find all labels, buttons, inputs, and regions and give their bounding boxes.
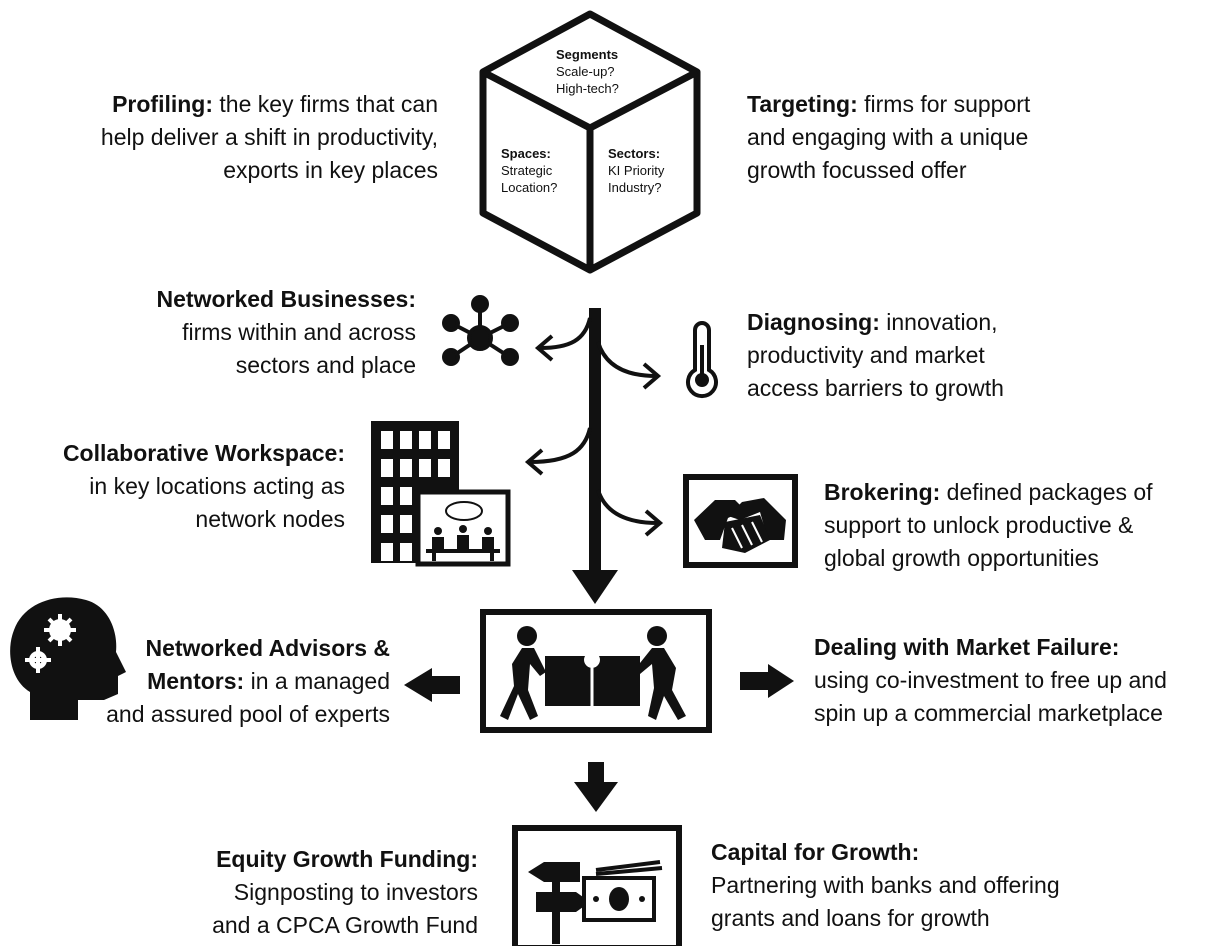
brokering-line1: defined packages of — [940, 479, 1153, 505]
cube-top-label: Segments Scale-up? High-tech? — [556, 46, 619, 97]
cube-spaces-title: Spaces: — [501, 146, 551, 161]
cube-right-label: Sectors: KI Priority Industry? — [608, 145, 664, 196]
diagnosing-text: Diagnosing: innovation, productivity and… — [747, 306, 1187, 405]
profiling-title: Profiling: — [112, 91, 214, 117]
thermometer-icon — [686, 321, 718, 399]
cube-spaces-line1: Strategic — [501, 163, 553, 178]
targeting-line1: firms for support — [857, 91, 1031, 117]
network-icon — [442, 295, 519, 366]
equity-line2: Signposting to investors — [233, 879, 478, 905]
brokering-line2: support to unlock productive & — [824, 512, 1134, 538]
cube-segments-line2: High-tech? — [556, 81, 619, 96]
branch-arrow-workspace — [524, 427, 592, 476]
advisors-text: Networked Advisors & Mentors: in a manag… — [70, 632, 390, 731]
profiling-line3: exports in key places — [223, 157, 438, 183]
advisors-line3: and assured pool of experts — [106, 701, 390, 727]
cube-sectors-title: Sectors: — [608, 146, 661, 161]
advisors-line2: in a managed — [244, 668, 390, 694]
diagnosing-title: Diagnosing: — [747, 309, 880, 335]
cube-spaces-line2: Location? — [501, 180, 558, 195]
branch-arrow-brokering — [596, 489, 664, 537]
left-arrow — [404, 668, 460, 702]
branch-arrow-networked — [534, 317, 592, 362]
profiling-text: Profiling: the key firms that can help d… — [18, 88, 438, 187]
market-failure-line2: using co-investment to free up and — [814, 667, 1167, 693]
networked-businesses-line3: sectors and place — [235, 352, 416, 378]
right-arrow — [740, 664, 794, 698]
main-spine-arrow — [572, 308, 618, 604]
equity-line3: and a CPCA Growth Fund — [212, 912, 478, 938]
targeting-text: Targeting: firms for support and engagin… — [747, 88, 1187, 187]
cube-left-label: Spaces: Strategic Location? — [501, 145, 557, 196]
market-failure-line3: spin up a commercial marketplace — [814, 700, 1163, 726]
head-gears-icon — [10, 597, 127, 720]
capital-title: Capital for Growth: — [711, 839, 920, 865]
profiling-line1: the key firms that can — [213, 91, 438, 117]
targeting-line2: and engaging with a unique — [747, 124, 1029, 150]
brokering-title: Brokering: — [824, 479, 941, 505]
handshake-icon — [683, 474, 798, 568]
collaborative-workspace-line2: in key locations acting as — [89, 473, 345, 499]
cube-sectors-line2: Industry? — [608, 180, 662, 195]
brokering-line3: global growth opportunities — [824, 545, 1099, 571]
networked-businesses-line2: firms within and across — [182, 319, 416, 345]
profiling-line2: help deliver a shift in productivity, — [100, 124, 438, 150]
diagnosing-line3: access barriers to growth — [747, 375, 1004, 401]
capital-line2: Partnering with banks and offering — [711, 872, 1060, 898]
advisors-title: Networked Advisors & — [145, 635, 390, 661]
collaborative-workspace-text: Collaborative Workspace: in key location… — [5, 437, 345, 536]
capital-text: Capital for Growth: Partnering with bank… — [711, 836, 1131, 935]
cube-segments-line1: Scale-up? — [556, 64, 615, 79]
targeting-line3: growth focussed offer — [747, 157, 967, 183]
meeting-icon — [415, 489, 511, 567]
diagnosing-line1: innovation, — [879, 309, 998, 335]
signpost-money-icon — [512, 825, 682, 946]
market-failure-text: Dealing with Market Failure: using co-in… — [814, 631, 1204, 730]
capital-line3: grants and loans for growth — [711, 905, 990, 931]
cube-sectors-line1: KI Priority — [608, 163, 665, 178]
advisors-title2: Mentors: — [147, 668, 245, 694]
brokering-text: Brokering: defined packages of support t… — [824, 476, 1204, 575]
puzzle-people-icon — [480, 609, 712, 733]
targeting-title: Targeting: — [747, 91, 858, 117]
networked-businesses-text: Networked Businesses: firms within and a… — [36, 283, 416, 382]
cube-segments-title: Segments — [556, 47, 619, 62]
branch-arrow-diagnosing — [596, 341, 662, 390]
diagnosing-line2: productivity and market — [747, 342, 985, 368]
networked-businesses-title: Networked Businesses: — [156, 286, 416, 312]
market-failure-title: Dealing with Market Failure: — [814, 634, 1120, 660]
equity-text: Equity Growth Funding: Signposting to in… — [138, 843, 478, 942]
down-arrow — [574, 762, 618, 812]
cube-icon — [479, 10, 701, 274]
collaborative-workspace-line3: network nodes — [195, 506, 345, 532]
equity-title: Equity Growth Funding: — [216, 846, 478, 872]
collaborative-workspace-title: Collaborative Workspace: — [62, 440, 345, 466]
